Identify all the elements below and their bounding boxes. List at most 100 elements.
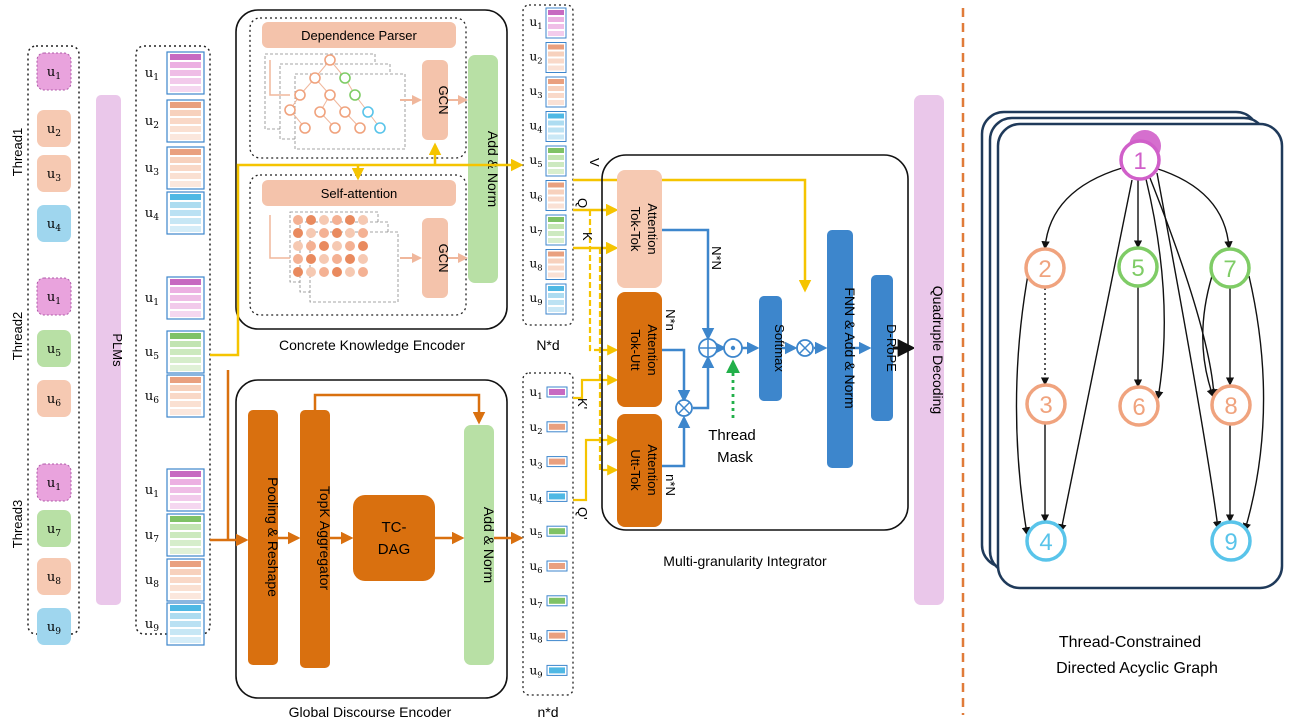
gcn-top-label: GCN bbox=[436, 86, 451, 115]
utterance-vector bbox=[546, 490, 568, 502]
global-add-norm-block bbox=[464, 425, 494, 665]
thread-utterance-box bbox=[36, 52, 72, 91]
graph-node-label: 9 bbox=[1224, 529, 1237, 556]
graph-edge bbox=[1145, 178, 1165, 400]
token-vector bbox=[545, 180, 567, 211]
dim-tok-utt: N*n bbox=[663, 309, 678, 331]
embedding-label: u1 bbox=[145, 66, 159, 83]
embedding-label: u5 bbox=[145, 345, 159, 362]
embedding-vector bbox=[166, 468, 205, 512]
pooling-reshape-block bbox=[248, 410, 278, 665]
thread-utterance-box bbox=[37, 380, 71, 417]
token-label: u4 bbox=[529, 119, 542, 135]
graph-caption-line1: Thread-Constrained bbox=[1059, 634, 1201, 651]
embedding-label: u1 bbox=[145, 291, 159, 308]
embedding-label: u2 bbox=[145, 114, 159, 131]
thread-utterance-label: u3 bbox=[47, 167, 61, 184]
graph-node-label: 2 bbox=[1038, 256, 1051, 283]
token-label: u5 bbox=[529, 153, 542, 169]
d-rope-label: D-RoPE bbox=[884, 324, 899, 372]
dependence-parser-label: Dependence Parser bbox=[301, 28, 417, 43]
token-label: u3 bbox=[529, 84, 542, 100]
graph-node-label: 5 bbox=[1131, 255, 1144, 282]
graph-node bbox=[1119, 139, 1161, 181]
global-add-norm-label: Add & Norm bbox=[481, 507, 497, 583]
thread-utterance-box bbox=[36, 463, 72, 502]
thread-utterance-label: u1 bbox=[47, 65, 61, 82]
embedding-label: u9 bbox=[145, 617, 159, 634]
thread-mask-line1: Thread bbox=[708, 427, 756, 444]
graph-edge bbox=[1015, 268, 1031, 536]
utterance-label: u6 bbox=[529, 559, 542, 575]
d-rope-block bbox=[871, 275, 893, 421]
embedding-label: u7 bbox=[145, 528, 159, 545]
attention-matrix-graphic bbox=[269, 211, 399, 303]
dependency-tree-graphic bbox=[264, 53, 406, 150]
tok-utt-attention-block bbox=[617, 292, 662, 407]
ffn-add-norm-label: FNN & Add & Norm bbox=[842, 287, 858, 408]
embedding-vector bbox=[166, 374, 205, 418]
thread-utterance-label: u9 bbox=[47, 620, 61, 637]
embedding-vector bbox=[166, 513, 205, 557]
token-dim-label: N*d bbox=[536, 337, 559, 353]
thread-utterance-box bbox=[37, 608, 71, 645]
thread-utterance-box bbox=[37, 510, 71, 547]
tok-tok-label-line1: Tok-Tok bbox=[628, 207, 643, 252]
multiply-operator-icon-lower bbox=[675, 399, 693, 417]
thread-utterance-label: u5 bbox=[47, 342, 61, 359]
add-operator-icon bbox=[698, 338, 718, 358]
utterance-vector bbox=[546, 386, 568, 398]
embedding-label: u6 bbox=[145, 389, 159, 406]
utt-tok-attention-block bbox=[617, 414, 662, 527]
graph-node-label: 4 bbox=[1039, 529, 1052, 556]
token-label: u8 bbox=[529, 257, 542, 273]
softmax-block bbox=[759, 296, 782, 401]
softmax-label: Softmax bbox=[772, 324, 787, 372]
thread-2-label: Thread2 bbox=[10, 312, 25, 360]
ffn-add-norm-block bbox=[827, 230, 853, 468]
gcn-block-top bbox=[422, 60, 448, 140]
thread-3-label: Thread3 bbox=[10, 500, 25, 548]
utt-tok-label-line1: Utt-Tok bbox=[628, 449, 643, 491]
concrete-encoder-title: Concrete Knowledge Encoder bbox=[279, 337, 465, 353]
graph-node-label: 7 bbox=[1223, 256, 1236, 283]
topk-aggregator-label: TopK Aggregator bbox=[317, 486, 333, 591]
edge-labels: V Q K K' Q' bbox=[575, 158, 602, 520]
thread-utterance-label: u2 bbox=[47, 122, 61, 139]
thread-utterance-label: u4 bbox=[47, 217, 61, 234]
tok-tok-attention-block bbox=[617, 170, 662, 288]
concrete-knowledge-encoder: Dependence Parser Self-attention GCN GCN… bbox=[235, 9, 508, 353]
tc-dag-label-line2: DAG bbox=[378, 541, 411, 558]
global-encoder-title: Global Discourse Encoder bbox=[289, 704, 452, 720]
graph-node-label: 6 bbox=[1132, 394, 1145, 421]
graph-node bbox=[1210, 520, 1252, 562]
token-vector bbox=[545, 111, 567, 142]
hadamard-operator-icon bbox=[723, 338, 743, 358]
global-discourse-encoder: Pooling & Reshape TopK Aggregator TC- DA… bbox=[235, 379, 508, 720]
graph-node bbox=[1118, 385, 1160, 427]
graph-edge bbox=[1154, 167, 1233, 250]
graph-node bbox=[1025, 520, 1067, 562]
tok-utt-label-line1: Tok-Utt bbox=[628, 329, 643, 371]
utterance-vector bbox=[546, 560, 568, 572]
token-vector bbox=[545, 214, 567, 246]
topk-aggregator-block bbox=[300, 410, 330, 668]
utterance-vector bbox=[546, 421, 568, 433]
graph-edge bbox=[1202, 275, 1215, 398]
tok-utt-label-line2: Attention bbox=[645, 324, 660, 375]
embedding-vector bbox=[166, 51, 205, 95]
tok-tok-label-line2: Attention bbox=[645, 203, 660, 254]
utterance-vector bbox=[546, 456, 568, 468]
utterance-label: u4 bbox=[529, 489, 542, 505]
utterance-vector bbox=[546, 595, 568, 607]
utterance-vector bbox=[546, 630, 568, 642]
thread-utterance-label: u7 bbox=[47, 522, 61, 539]
token-vector bbox=[545, 283, 567, 315]
graph-edge bbox=[1156, 172, 1222, 530]
graph-edge bbox=[1242, 275, 1265, 532]
edge-label-q: Q bbox=[575, 198, 590, 208]
concrete-add-norm-block bbox=[468, 55, 498, 283]
thread-utterance-box bbox=[37, 558, 71, 595]
